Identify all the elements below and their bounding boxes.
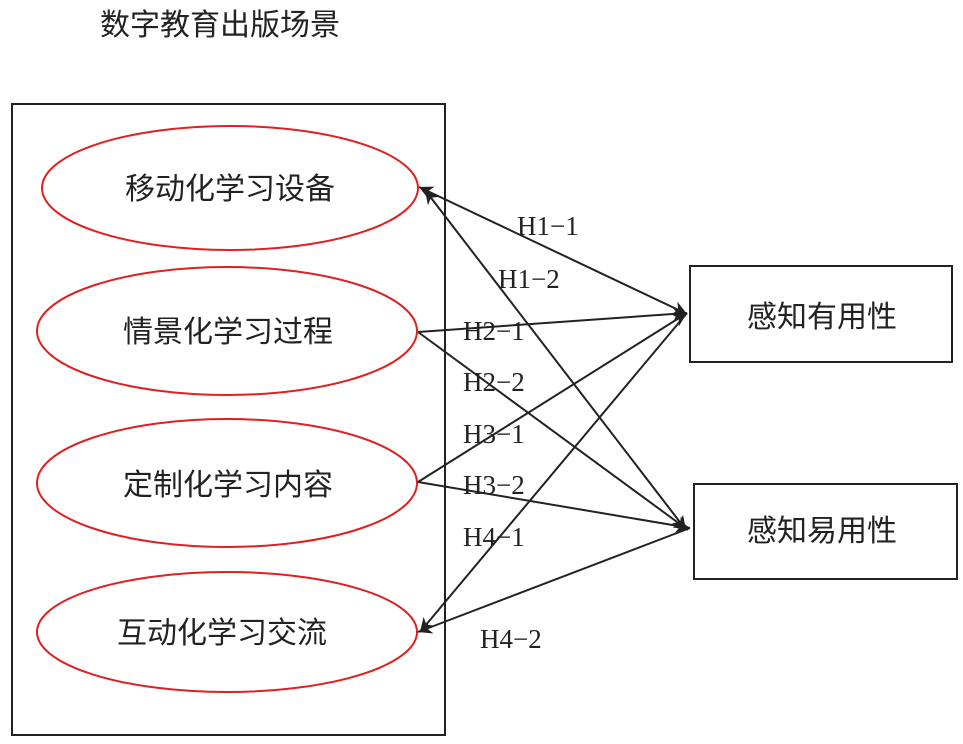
path-h4-1 [419, 312, 688, 633]
label-h1-2: H1−2 [498, 264, 560, 294]
label-h4-1: H4−1 [463, 522, 525, 552]
factor-label: 互动化学习交流 [117, 616, 327, 651]
factor-label: 定制化学习内容 [123, 468, 333, 503]
path-h4-2 [417, 527, 691, 634]
factor-mobile-device: 移动化学习设备 [41, 125, 419, 251]
label-h1-1: H1−1 [517, 211, 579, 241]
outcome-label: 感知有用性 [747, 300, 897, 335]
factor-interactive-communication: 互动化学习交流 [36, 571, 418, 693]
hypothesis-paths [417, 186, 691, 634]
factor-situational-process: 情景化学习过程 [36, 266, 418, 396]
label-h4-2: H4−2 [480, 624, 542, 654]
factor-label: 情景化学习过程 [123, 315, 333, 350]
path-h3-2 [417, 481, 691, 533]
path-h1-2 [424, 189, 687, 531]
path-h1-1 [418, 186, 688, 315]
path-h2-2 [417, 331, 689, 531]
outcome-perceived-ease-of-use: 感知易用性 [693, 483, 958, 580]
factor-label: 移动化学习设备 [125, 172, 335, 207]
path-h3-1 [417, 312, 688, 483]
label-h3-1: H3−1 [463, 419, 525, 449]
outcome-label: 感知易用性 [747, 514, 897, 549]
factor-customized-content: 定制化学习内容 [36, 418, 418, 548]
outcome-perceived-usefulness: 感知有用性 [689, 265, 953, 363]
diagram-title: 数字教育出版场景 [100, 8, 340, 43]
label-h2-1: H2−1 [463, 316, 525, 346]
label-h2-2: H2−2 [463, 367, 525, 397]
label-h3-2: H3−2 [463, 470, 525, 500]
path-h2-1 [417, 307, 688, 333]
